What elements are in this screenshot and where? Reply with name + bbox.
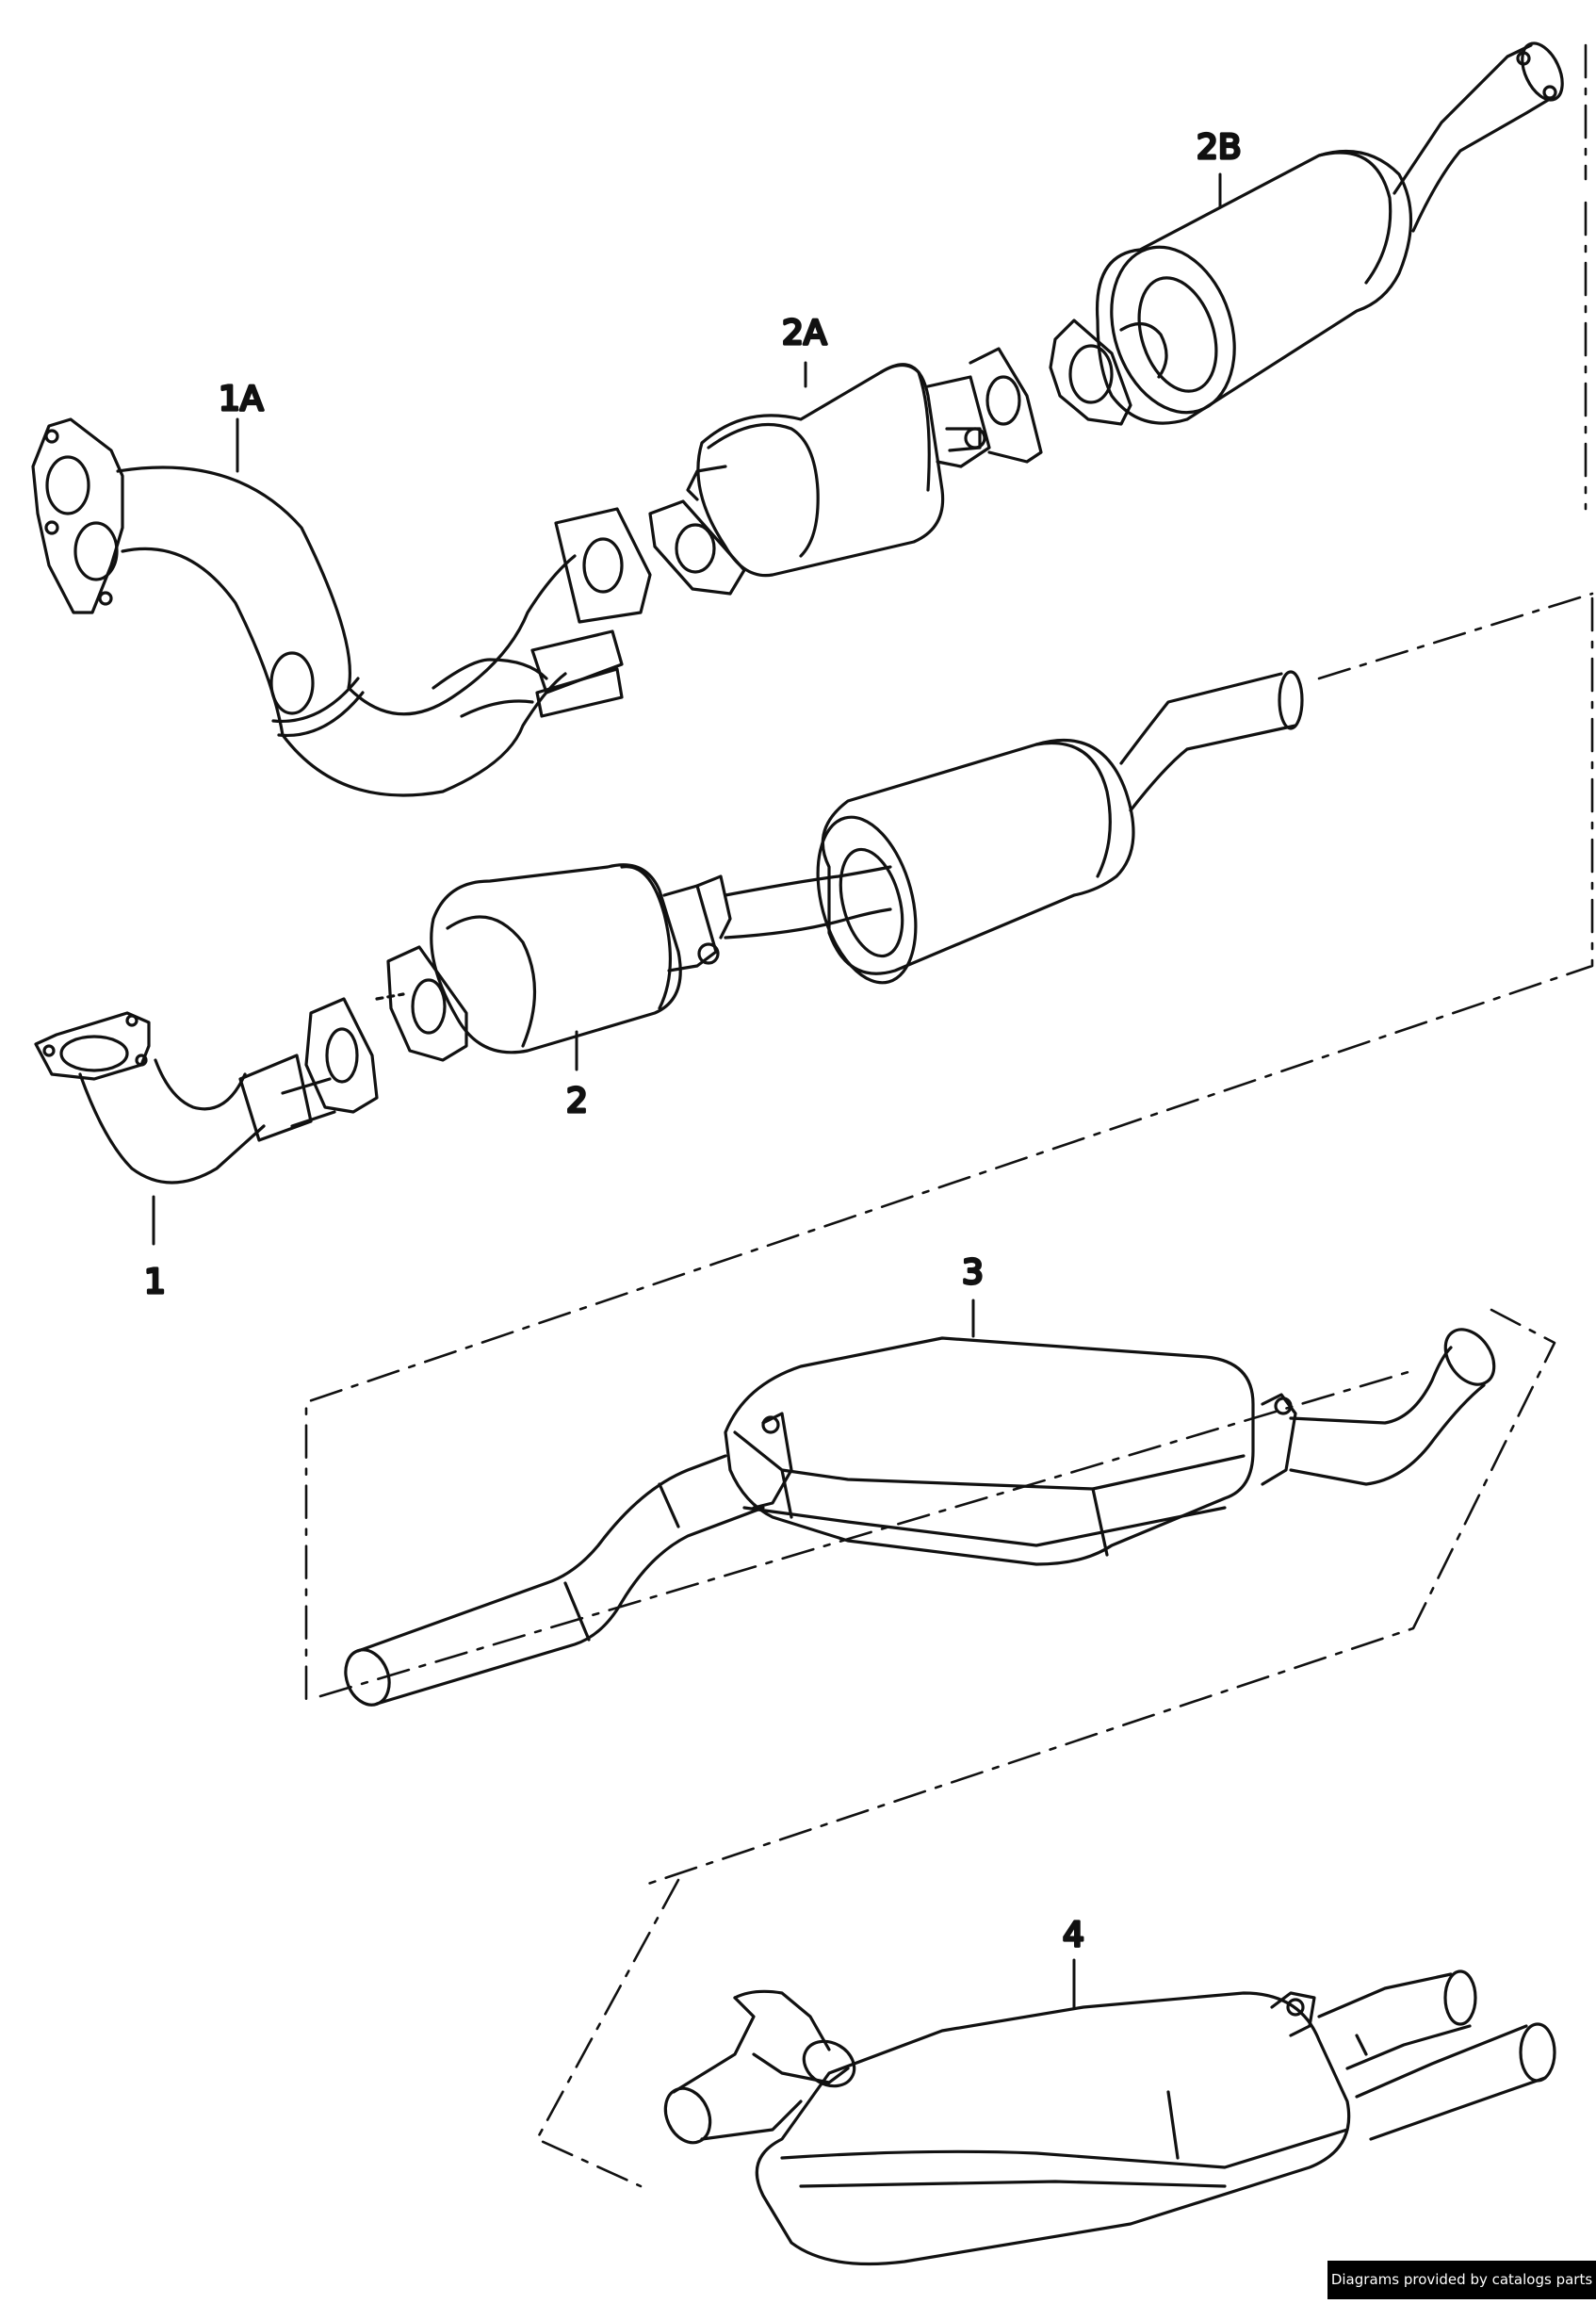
group-boundary-lines	[304, 43, 1594, 2188]
part-4-rear-silencer	[663, 1969, 1556, 2266]
part-2-lower-muffler	[816, 670, 1304, 985]
callout-leaders	[152, 172, 1222, 2009]
callout-labels: 1A 2A 2B 2 1 3 4	[142, 126, 1243, 1955]
part-1-front-pipe	[34, 997, 379, 1185]
part-2b-centre-muffler	[1049, 41, 1564, 426]
callout-1: 1	[144, 1263, 166, 1301]
callout-1a: 1A	[219, 380, 264, 418]
part-3-middle-silencer	[344, 1328, 1496, 1707]
part-1a-front-pipe	[31, 417, 652, 797]
part-2-catalytic-converter	[375, 863, 892, 1062]
callout-2: 2	[566, 1082, 588, 1120]
callout-3: 3	[962, 1253, 984, 1292]
callout-2b: 2B	[1197, 128, 1242, 167]
callout-2a: 2A	[782, 314, 827, 352]
callout-4: 4	[1063, 1916, 1084, 1954]
part-2a-catalytic-converter	[648, 347, 1043, 596]
credit-badge: Diagrams provided by catalogs parts	[1327, 2261, 1596, 2299]
